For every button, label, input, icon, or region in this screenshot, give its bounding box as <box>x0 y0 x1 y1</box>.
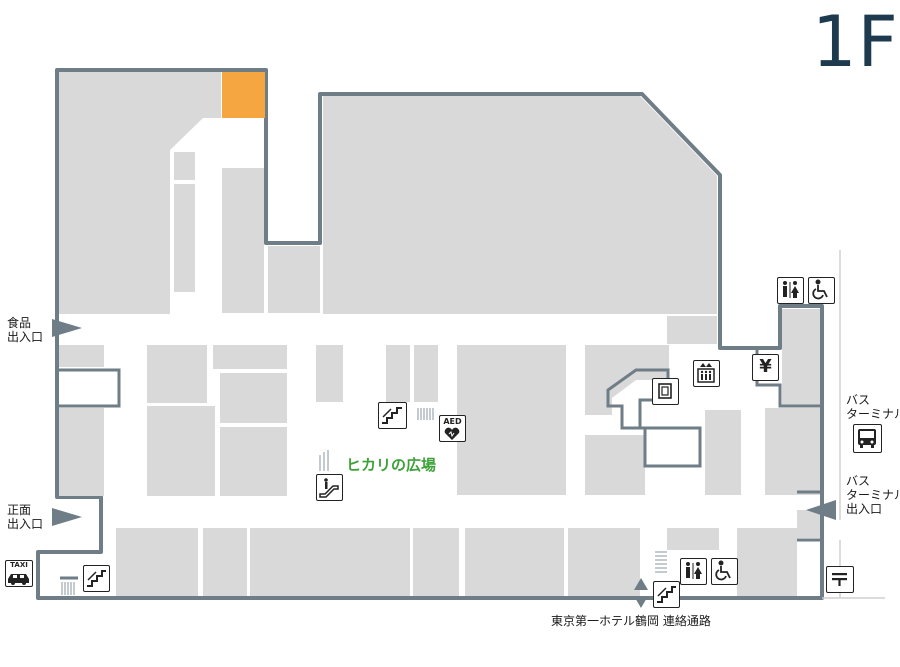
aed-icon: AED <box>439 415 466 442</box>
tenant-w-2 <box>59 408 104 496</box>
bus-terminal-label: バス ターミナル <box>846 393 900 421</box>
tenant-c-3 <box>220 373 287 423</box>
stairs-icon-south <box>653 581 680 608</box>
tenant-e-5 <box>667 316 717 344</box>
tenant-e-4 <box>765 408 820 495</box>
taxi-text: TAXI <box>10 561 28 569</box>
tenant-c-1 <box>147 345 207 403</box>
tenant-blocks <box>59 72 820 596</box>
tenant-c-4 <box>147 406 215 496</box>
bus-entrance-line2: ターミナル <box>846 488 900 502</box>
tenant-s-5 <box>465 528 564 596</box>
tenant-s-4 <box>413 528 459 596</box>
tenant-w-1 <box>59 345 104 367</box>
aed-text: AED <box>443 417 462 426</box>
tenant-c-2 <box>213 345 287 369</box>
stair-hatches <box>61 408 667 595</box>
atm-yen-icon: ¥ <box>752 354 779 381</box>
tenant-s-2 <box>203 528 247 596</box>
tenant-c-5 <box>220 427 287 496</box>
food-entrance-line1: 食品 <box>7 316 32 330</box>
bus-entrance-arrow <box>806 500 836 520</box>
elevator-icon <box>693 360 720 387</box>
stairs-icon-center <box>378 402 407 429</box>
tenant-nw-3 <box>222 168 264 313</box>
wheelchair-icon-south <box>711 558 738 585</box>
taxi-icon: TAXI <box>5 560 33 587</box>
main-entrance-line1: 正面 <box>7 503 32 517</box>
main-entrance-label: 正面 出入口 <box>7 503 43 531</box>
bus-terminal-line2: ターミナル <box>846 407 900 421</box>
tenant-nw-4 <box>268 246 320 313</box>
bus-entrance-line1: バス <box>846 474 871 488</box>
tenant-nw-small-2 <box>174 184 195 292</box>
bus-terminal-line1: バス <box>846 393 871 407</box>
tenant-se <box>797 510 820 538</box>
tenant-s-7 <box>667 528 719 550</box>
tenant-s-3 <box>250 528 410 596</box>
restroom-icon-south <box>680 558 707 585</box>
tenant-highlight <box>222 72 265 118</box>
food-entrance-line2: 出入口 <box>7 330 44 344</box>
tenant-c-6 <box>316 345 343 402</box>
tenant-e-3 <box>705 410 741 495</box>
tenant-s-8 <box>737 528 797 596</box>
connection-arrow-down <box>634 596 648 608</box>
main-entrance-arrow <box>52 508 82 526</box>
tenant-large-northwest <box>59 72 221 314</box>
tenant-c-8 <box>414 345 438 402</box>
plaza-name: ヒカリの広場 <box>346 456 437 474</box>
wheelchair-icon <box>808 277 835 304</box>
post-office-icon <box>826 566 854 593</box>
inner-walls <box>59 346 822 580</box>
connection-arrow <box>634 578 648 590</box>
restroom-icon <box>777 277 804 304</box>
stairs-icon-southwest <box>83 565 110 592</box>
locker-icon <box>652 378 679 405</box>
bus-entrance-line3: 出入口 <box>846 502 883 516</box>
yen-symbol: ¥ <box>759 356 772 377</box>
tenant-large-north <box>323 96 717 314</box>
bus-entrance-label: バス ターミナル 出入口 <box>846 474 900 516</box>
entrance-arrows <box>52 319 836 608</box>
main-entrance-line2: 出入口 <box>7 517 44 531</box>
tenant-c-7 <box>386 345 410 402</box>
food-entrance-label: 食品 出入口 <box>7 316 43 344</box>
escalator-icon <box>316 474 343 501</box>
tenant-e-1 <box>585 345 669 415</box>
food-entrance-arrow <box>52 319 82 337</box>
connection-label: 東京第一ホテル鶴岡 連絡通路 <box>551 614 711 628</box>
tenant-nw-small-1 <box>174 152 195 180</box>
tenant-s-6 <box>568 528 640 596</box>
tenant-s-1 <box>116 528 198 596</box>
floor-label: 1F <box>812 1 899 83</box>
tenant-e-2 <box>585 435 645 495</box>
bus-icon <box>853 424 882 453</box>
tenant-e-6 <box>782 309 820 405</box>
tenant-c-9 <box>457 345 566 495</box>
